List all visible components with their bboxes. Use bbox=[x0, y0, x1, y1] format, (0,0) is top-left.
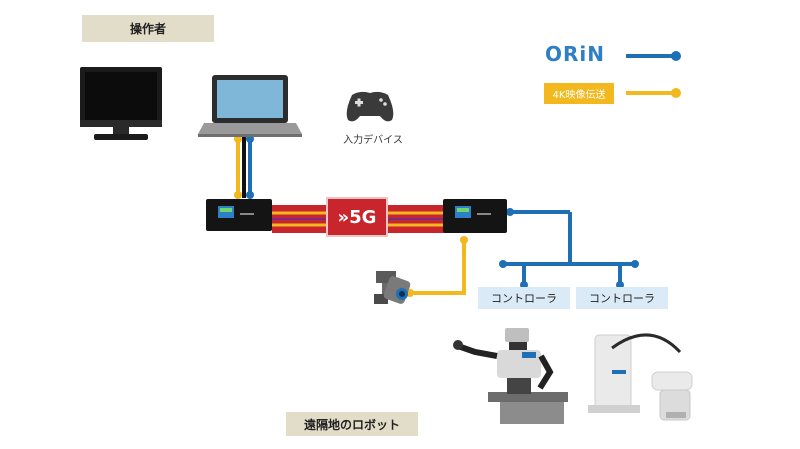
legend-orin-label: ORiN bbox=[545, 42, 605, 66]
controller-box-1: コントローラ bbox=[478, 287, 570, 309]
orin-link bbox=[499, 208, 639, 289]
controller-label-1: コントローラ bbox=[491, 292, 557, 305]
legend-lines bbox=[626, 51, 681, 98]
operator-label-text: 操作者 bbox=[129, 22, 166, 36]
5g-badge: »5G bbox=[326, 197, 388, 237]
controller-box-2: コントローラ bbox=[576, 287, 668, 309]
remote-robot-label: 遠隔地のロボット bbox=[286, 412, 418, 436]
input-device-label: 入力デバイス bbox=[343, 135, 403, 146]
remote-robot-label-text: 遠隔地のロボット bbox=[303, 417, 400, 432]
operator-label: 操作者 bbox=[82, 15, 214, 42]
controller-label-2: コントローラ bbox=[589, 292, 655, 305]
legend-video-label: 4K映像伝送 bbox=[544, 83, 614, 104]
5g-badge-text: »5G bbox=[337, 206, 377, 228]
legend-video-text: 4K映像伝送 bbox=[552, 90, 606, 101]
